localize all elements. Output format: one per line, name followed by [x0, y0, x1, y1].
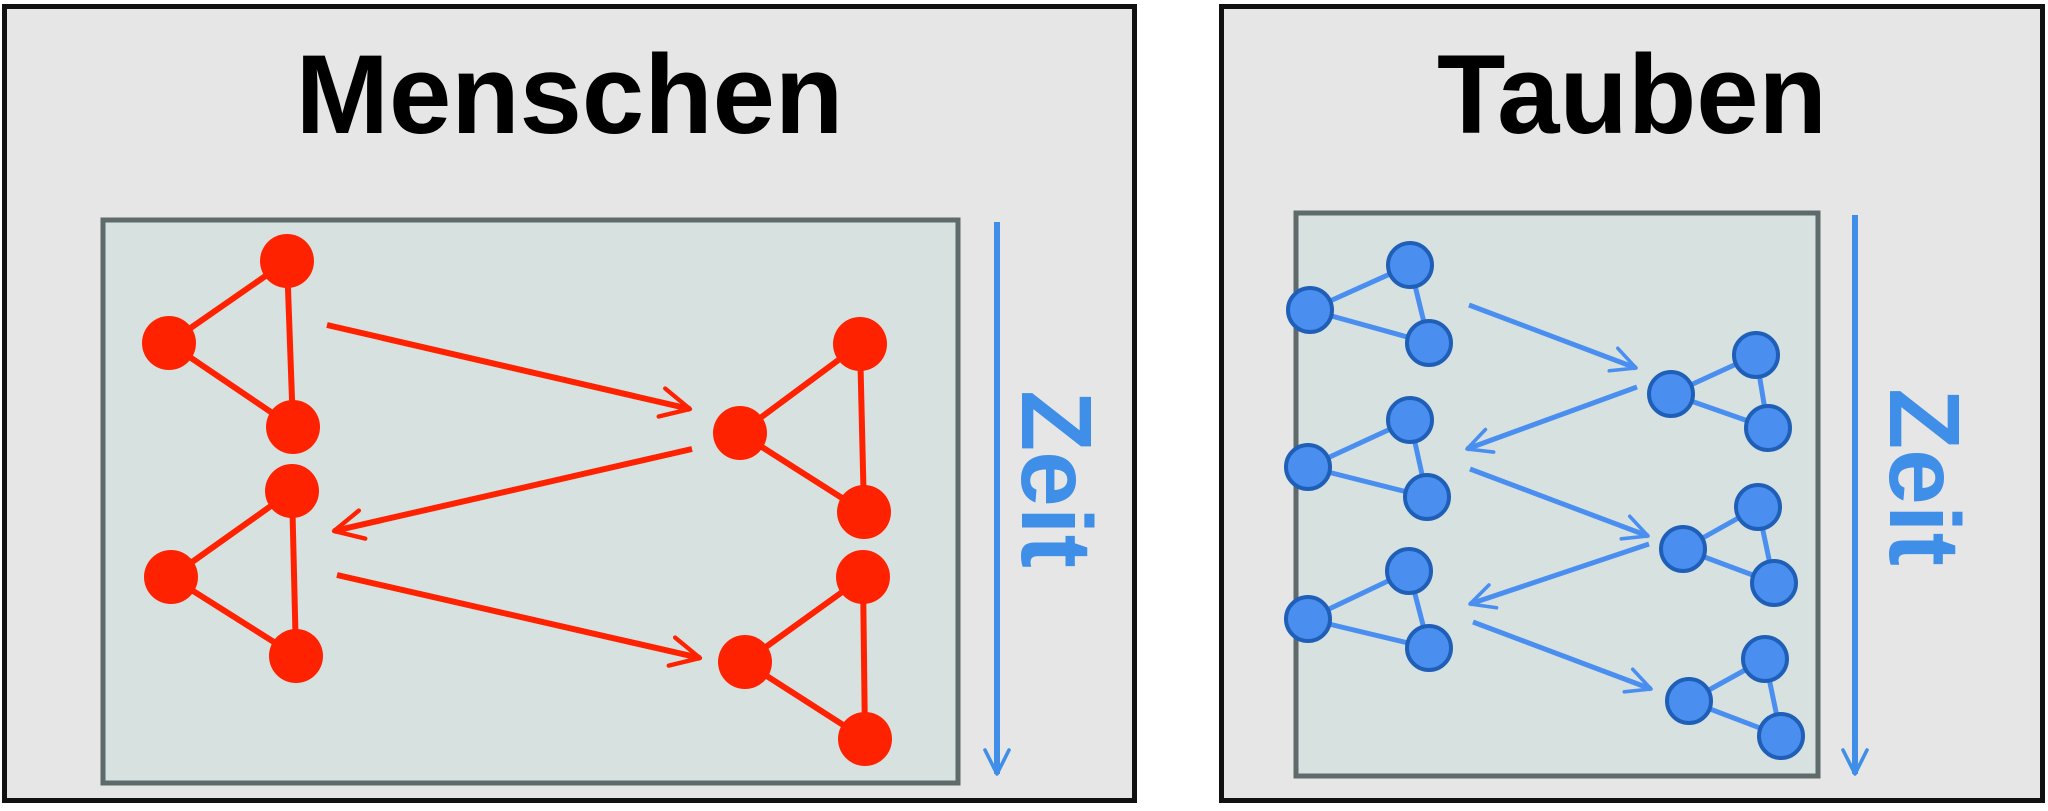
- transition-arrow: [1468, 541, 1650, 610]
- node: [266, 400, 320, 454]
- menschen-diagram: [100, 217, 1011, 786]
- node: [1385, 547, 1433, 595]
- menschen-time-label: Zeit: [1000, 390, 1112, 568]
- node: [1734, 483, 1782, 531]
- transition-arrow: [1469, 466, 1650, 541]
- node: [1665, 677, 1713, 725]
- transition-arrow: [326, 322, 693, 419]
- tauben-group-5: [1284, 547, 1453, 672]
- tauben-title: Tauben: [1437, 32, 1827, 157]
- node: [838, 712, 892, 766]
- tauben-diagram: [1284, 210, 1869, 779]
- transition-arrow: [331, 446, 693, 541]
- tauben-group-4: [1659, 483, 1798, 607]
- node: [713, 406, 767, 460]
- node: [1405, 319, 1453, 367]
- node: [1386, 396, 1434, 444]
- node: [1284, 443, 1332, 491]
- node: [1647, 370, 1695, 418]
- edge: [860, 576, 868, 740]
- node: [269, 629, 323, 683]
- node: [265, 464, 319, 518]
- transition-arrow: [1465, 384, 1638, 454]
- menschen-panel: Menschen: [2, 4, 1137, 803]
- tauben-group-2: [1647, 331, 1792, 452]
- node: [144, 550, 198, 604]
- transition-arrow: [336, 572, 703, 668]
- menschen-group-1: [142, 234, 320, 454]
- tauben-group-6: [1665, 635, 1805, 760]
- tauben-time-label: Zeit: [1868, 388, 1980, 566]
- node: [142, 316, 196, 370]
- node: [1757, 712, 1805, 760]
- node: [833, 317, 887, 371]
- node: [1659, 525, 1707, 573]
- node: [1284, 595, 1332, 643]
- menschen-inner-box: [100, 217, 961, 786]
- transition-arrow: [1472, 619, 1653, 694]
- transition-arrow: [1468, 302, 1638, 373]
- tauben-group-1: [1286, 241, 1453, 367]
- edge: [857, 343, 867, 513]
- node: [1403, 473, 1451, 521]
- node: [1405, 624, 1453, 672]
- menschen-group-2: [713, 317, 891, 539]
- node: [1741, 635, 1789, 683]
- tauben-inner-box: [1293, 210, 1821, 779]
- node: [1386, 241, 1434, 289]
- node: [1286, 286, 1334, 334]
- edge: [284, 260, 296, 428]
- node: [836, 550, 890, 604]
- menschen-group-4: [718, 550, 892, 766]
- node: [1750, 559, 1798, 607]
- tauben-panel: Tauben: [1219, 4, 2045, 803]
- node: [260, 234, 314, 288]
- tauben-group-3: [1284, 396, 1451, 521]
- node: [1732, 331, 1780, 379]
- node: [718, 635, 772, 689]
- edge: [289, 490, 299, 657]
- node: [837, 485, 891, 539]
- menschen-title: Menschen: [295, 32, 844, 157]
- menschen-group-3: [144, 464, 323, 683]
- node: [1744, 404, 1792, 452]
